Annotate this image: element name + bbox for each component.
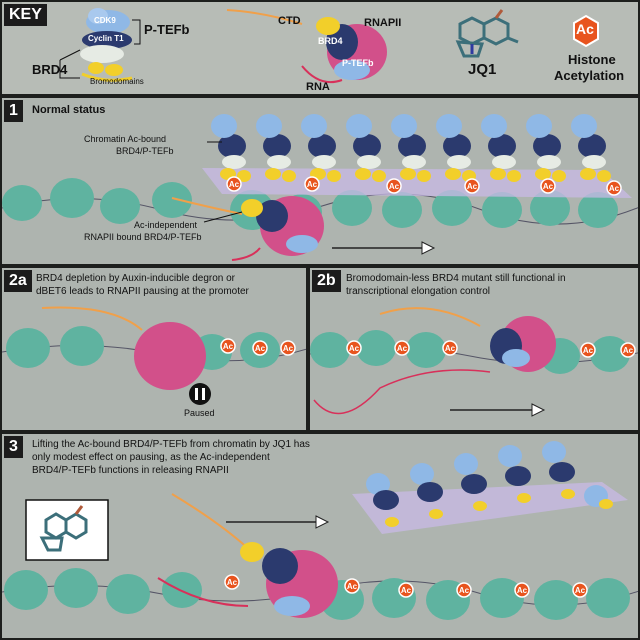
- ac-mark-label: Ac: [227, 578, 238, 587]
- ac-mark-label: Ac: [583, 346, 594, 355]
- panel-1-graphics: Ac Ac Ac Ac Ac Ac: [2, 114, 638, 261]
- key-ctd-label: CTD: [278, 15, 301, 27]
- panel-3-badge: 3: [4, 436, 23, 458]
- chromatin-bound-brd4-row: [211, 114, 611, 182]
- paused-label: Paused: [184, 408, 215, 418]
- key-rnapii-label: RNAPII: [364, 17, 402, 29]
- ac-mark-label: Ac: [349, 344, 360, 353]
- panel-1-chromatin-label-2: BRD4/P-TEFb: [116, 146, 174, 156]
- ac-mark-label: Ac: [467, 182, 478, 191]
- ac-mark-label: Ac: [347, 582, 358, 591]
- panel-2b-rnapii-complex: [490, 316, 556, 372]
- ac-mark-label: Ac: [307, 180, 318, 189]
- key-ptefb-label: P-TEFb: [144, 22, 190, 37]
- key-acetylation-label: Acetylation: [554, 68, 625, 83]
- panel-1-badge: 1: [4, 100, 23, 122]
- panel-3-nucleosomes: [4, 568, 630, 620]
- ac-mark-label: Ac: [543, 182, 554, 191]
- pause-icon: [189, 383, 211, 405]
- key-cyclin-label: Cyclin T1: [88, 34, 124, 43]
- key-ac-text: Ac: [576, 21, 594, 37]
- panel-2b-badge: 2b: [312, 270, 341, 292]
- panel-1-direction-arrow: [332, 241, 436, 255]
- ac-mark-label: Ac: [255, 344, 266, 353]
- panel-3-rnapii-complex: [157, 542, 338, 618]
- lifted-brd4-row: [366, 441, 613, 527]
- panel-2b-ac-marks: Ac Ac Ac Ac Ac: [346, 340, 636, 358]
- panel-2b-line-2: transcriptional elongation control: [346, 286, 490, 297]
- key-badge: KEY: [4, 4, 47, 26]
- jq1-inset-box: [25, 499, 109, 561]
- panel-2a-line-2: dBET6 leads to RNAPII pausing at the pro…: [36, 286, 249, 297]
- ac-mark-label: Ac: [623, 346, 634, 355]
- panel-2b: Ac Ac Ac Ac Ac 2b Bromodomain-less BRD4 muta…: [308, 266, 640, 432]
- key-rna-label: RNA: [306, 81, 330, 93]
- ac-mark-label: Ac: [229, 180, 240, 189]
- ac-mark-label: Ac: [517, 586, 528, 595]
- panel-2a-badge: 2a: [4, 270, 32, 292]
- key-ac-icon: [573, 14, 599, 48]
- key-brd4-small-label: BRD4: [318, 36, 343, 46]
- panel-1-ac-independent-label-1: Ac-independent: [134, 220, 198, 230]
- key-graphics: [59, 8, 599, 84]
- key-jq1-molecule-icon: [455, 9, 519, 58]
- panel-3-line-2: only modest effect on pausing, as the Ac…: [32, 452, 270, 463]
- panel-3-lift-arrow: [226, 515, 330, 529]
- ac-mark-label: Ac: [609, 184, 620, 193]
- key-histone-label: Histone: [568, 52, 616, 67]
- panel-2a-ac-marks: Ac Ac Ac: [220, 338, 296, 356]
- key-rnapii-complex-icon: [226, 9, 387, 84]
- ac-mark-label: Ac: [223, 342, 234, 351]
- panel-2b-direction-arrow: [450, 403, 546, 417]
- panel-1: Ac Ac Ac Ac Ac Ac 1 Normal status Chromatin A…: [0, 96, 640, 266]
- panel-2a-line-1: BRD4 depletion by Auxin-inducible degron…: [36, 273, 236, 284]
- panel-1-ac-marks: Ac Ac Ac Ac Ac Ac: [226, 176, 622, 196]
- panel-3-line-1: Lifting the Ac-bound BRD4/P-TEFb from ch…: [32, 439, 310, 450]
- paused-rnapii: [134, 322, 206, 390]
- panel-2b-graphics: Ac Ac Ac Ac Ac: [310, 307, 638, 417]
- ac-mark-label: Ac: [401, 586, 412, 595]
- panel-1-rnapii-complex: [171, 196, 324, 261]
- key-brd4-label: BRD4: [32, 62, 68, 77]
- ac-mark-label: Ac: [459, 586, 470, 595]
- key-bromodomains-label: Bromodomains: [90, 77, 144, 86]
- ac-mark-label: Ac: [575, 586, 586, 595]
- panel-1-chromatin-label-1: Chromatin Ac-bound: [84, 134, 167, 144]
- key-panel: KEY: [0, 0, 640, 96]
- ac-mark-label: Ac: [389, 182, 400, 191]
- panel-2a: Ac Ac Ac 2a BRD4 depletion by Auxin-induci…: [0, 266, 308, 432]
- panel-2b-line-1: Bromodomain-less BRD4 mutant still funct…: [346, 273, 566, 284]
- ac-mark-label: Ac: [397, 344, 408, 353]
- key-cdk9-label: CDK9: [94, 16, 116, 25]
- panel-1-title: Normal status: [32, 104, 106, 116]
- key-ptefb-small-label: P-TEFb: [342, 58, 374, 68]
- key-brd4-complex-icon: [59, 8, 141, 82]
- panel-1-ac-independent-label-2: RNAPII bound BRD4/P-TEFb: [84, 232, 202, 242]
- panel-3-line-3: BRD4/P-TEFb functions in releasing RNAPI…: [32, 465, 229, 476]
- panel-2a-graphics: Ac Ac Ac: [2, 306, 306, 405]
- ac-mark-label: Ac: [445, 344, 456, 353]
- key-jq1-label: JQ1: [468, 61, 497, 78]
- ac-mark-label: Ac: [283, 344, 294, 353]
